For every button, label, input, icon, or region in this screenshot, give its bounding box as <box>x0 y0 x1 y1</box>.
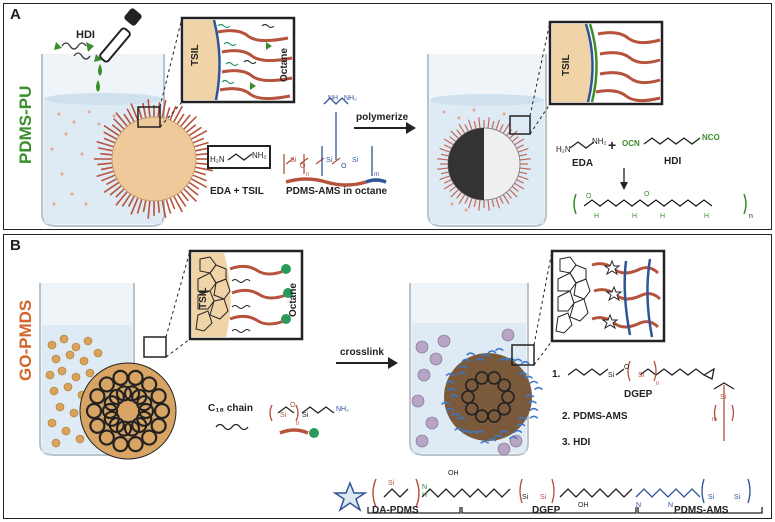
dgep-label: DGEP <box>624 389 653 400</box>
c18-label: C₁₈ chain <box>208 403 253 414</box>
tsil-label-a2: TSIL <box>561 54 572 76</box>
polymer-h-1: H <box>594 213 599 220</box>
list-item-2: 2. PDMS-AMS <box>562 411 628 422</box>
eda-label: EDA <box>572 158 593 169</box>
go-mesh-pattern <box>85 369 171 453</box>
particle-core-a <box>111 116 197 202</box>
caption-pdms-ams: PDMS-AMS in octane <box>286 186 388 197</box>
crosslinked-network <box>441 347 543 444</box>
si-label-a3: Si <box>352 157 359 164</box>
panel-a-letter: A <box>10 6 21 23</box>
go-particle <box>79 362 177 460</box>
tsil-label-a1: TSIL <box>190 44 201 66</box>
crosslinked-particle <box>444 353 532 441</box>
oh-label-2: OH <box>578 502 589 509</box>
si-label-b2: Si <box>302 412 309 419</box>
n-subscript-b: n <box>296 421 299 427</box>
crosslink-label: crosslink <box>340 347 384 358</box>
inset-a-right <box>548 20 664 106</box>
svg-text:O: O <box>586 193 592 200</box>
polymer-h-3: H <box>660 213 665 220</box>
h-atom-1: H <box>422 492 427 499</box>
si-label-b1: Si <box>280 412 287 419</box>
polymerize-label: polymerize <box>356 112 409 123</box>
m-subscript-pend: m <box>712 417 717 423</box>
octane-label-a: Octane <box>279 48 290 82</box>
eda-nh2-label-a2: NH₂ <box>592 137 607 146</box>
plus-sign: + <box>608 137 616 153</box>
panel-b-illustration: TSIL Octane C₁₈ chain Si Si O n NH₂ cros… <box>39 249 763 514</box>
n-atom-3: N <box>668 502 673 509</box>
o-label-dgep-1: O <box>624 364 630 371</box>
o-label-b1: O <box>290 402 296 409</box>
inset-b-left <box>188 249 304 341</box>
polymer-n-subscript: n <box>749 213 753 220</box>
bracket-da-pdms <box>367 507 461 514</box>
si-label-net-5: Si <box>734 494 741 501</box>
n-subscript-a: n <box>306 172 309 178</box>
eda-h2n-label: H₂N <box>210 155 225 164</box>
si-label-net-4: Si <box>708 494 715 501</box>
bracket-dgep <box>461 507 637 514</box>
hdi-molecule-icon <box>54 42 102 62</box>
da-pdms-structure-b <box>269 404 335 438</box>
o-label-a2: O <box>341 163 347 170</box>
m-subscript-a: m <box>374 172 379 178</box>
ams-nh-label: NH <box>328 95 338 102</box>
si-label-net-2: Si <box>522 494 529 501</box>
crosslink-star-icon <box>332 480 368 512</box>
si-label-dgep-1: Si <box>608 372 615 379</box>
octane-label-b: Octane <box>288 283 299 317</box>
network-backbone <box>372 478 751 508</box>
bracket-label-pdms-ams: PDMS-AMS <box>674 505 729 516</box>
n-atom-2: N <box>636 502 641 509</box>
ams-nh2-label: NH₂ <box>344 95 357 102</box>
list-item-1: 1. <box>552 369 561 380</box>
si-label-dgep-2: Si <box>638 372 645 379</box>
pink-dots-a <box>50 110 116 206</box>
bracket-label-dgep: DGEP <box>532 505 561 516</box>
caption-eda-tsil: EDA + TSIL <box>210 186 264 197</box>
si-label-a2: Si <box>326 157 333 164</box>
panel-a: A PDMS-PU HDI <box>3 3 772 230</box>
pu-polymer-structure: O O <box>573 191 747 215</box>
dgep-structure <box>567 360 715 382</box>
zoom-box-a <box>137 106 161 128</box>
panel-a-illustration: HDI TSIL Octane H₂N <box>41 8 753 227</box>
tsil-label-b1: TSIL <box>198 287 209 309</box>
n-atom-1: N <box>422 484 427 491</box>
inset-b-right <box>550 249 666 343</box>
nh2-label-b: NH₂ <box>336 406 349 413</box>
panel-b-letter: B <box>10 237 21 254</box>
si-label-a1: Si <box>290 157 297 164</box>
panel-b: B GO-PMDS <box>3 234 772 519</box>
pendant-siloxane <box>713 382 735 441</box>
polymer-h-2: H <box>632 213 637 220</box>
hdi-label: HDI <box>76 29 95 41</box>
oh-label-1: OH <box>448 470 459 477</box>
c18-chain-icon <box>215 423 249 431</box>
purple-spheres <box>411 328 523 456</box>
n-subscript-dgep: n <box>656 381 659 387</box>
inset-a-left <box>180 16 296 104</box>
nco-label: NCO <box>702 133 720 142</box>
si-label-net-3: Si <box>540 494 547 501</box>
svg-text:O: O <box>644 191 650 198</box>
ocn-label: OCN <box>622 139 640 148</box>
pink-dots-a2 <box>442 108 506 212</box>
si-label-pend: Si <box>720 394 727 401</box>
list-item-3: 3. HDI <box>562 437 591 448</box>
hdi-label-2: HDI <box>664 156 681 167</box>
bracket-label-da-pdms: DA-PDMS <box>372 505 419 516</box>
eda-nh2-label: NH₂ <box>252 151 267 160</box>
gold-spheres <box>45 334 103 448</box>
bracket-pdms-ams <box>637 507 763 514</box>
pdms-ams-structure-a <box>283 97 387 187</box>
eda-h2n-label-a2: H₂N <box>556 145 571 154</box>
si-label-net-1: Si <box>388 480 395 487</box>
polymer-h-4: H <box>704 213 709 220</box>
o-label-a1: O <box>300 163 306 170</box>
dropper-icon <box>96 8 142 92</box>
